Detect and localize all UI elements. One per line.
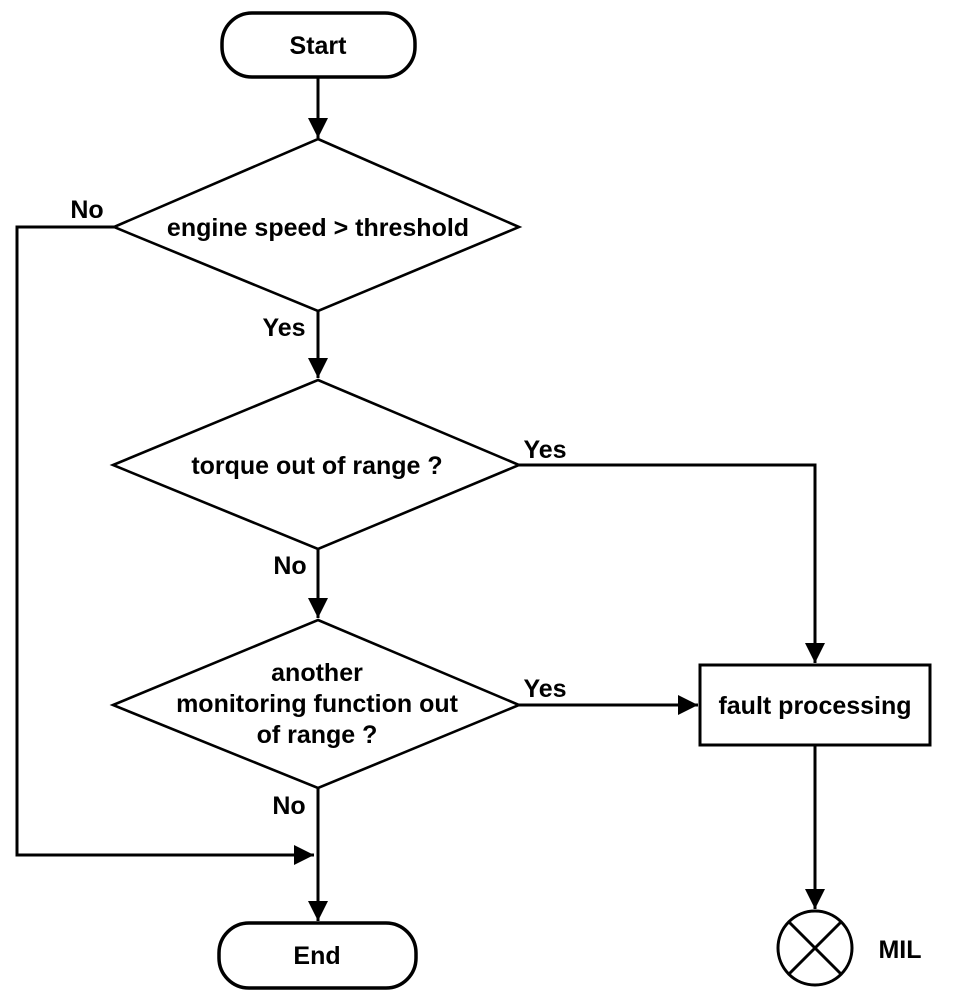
other-monitoring-label-line-2: monitoring function out [176, 690, 459, 718]
mil-label: MIL [878, 936, 921, 964]
fault-processing-label: fault processing [718, 692, 911, 720]
edge-engine-speed-no-to-end [15, 225, 314, 865]
fault-processing-node [698, 663, 932, 747]
edge-label-other-monitoring-no: No [272, 792, 305, 820]
engine-speed-decision-label: engine speed > threshold [167, 214, 469, 242]
other-monitoring-label-line-1: another [271, 659, 363, 687]
start-label: Start [290, 32, 348, 60]
end-node [217, 921, 418, 990]
edge-label-engine-speed-no: No [70, 196, 103, 224]
edge-label-torque-no: No [273, 552, 306, 580]
end-label: End [293, 942, 340, 970]
edge-label-engine-speed-yes: Yes [262, 314, 305, 342]
other-monitoring-decision-label: another monitoring function out of range… [176, 659, 459, 749]
other-monitoring-label-line-3: of range ? [257, 721, 378, 749]
torque-decision-label: torque out of range ? [191, 452, 442, 480]
edge-label-other-monitoring-yes: Yes [523, 675, 566, 703]
mil-lamp-icon [776, 909, 854, 987]
edge-label-torque-yes: Yes [523, 436, 566, 464]
edge-torque-yes-to-fault-processing [519, 463, 825, 663]
